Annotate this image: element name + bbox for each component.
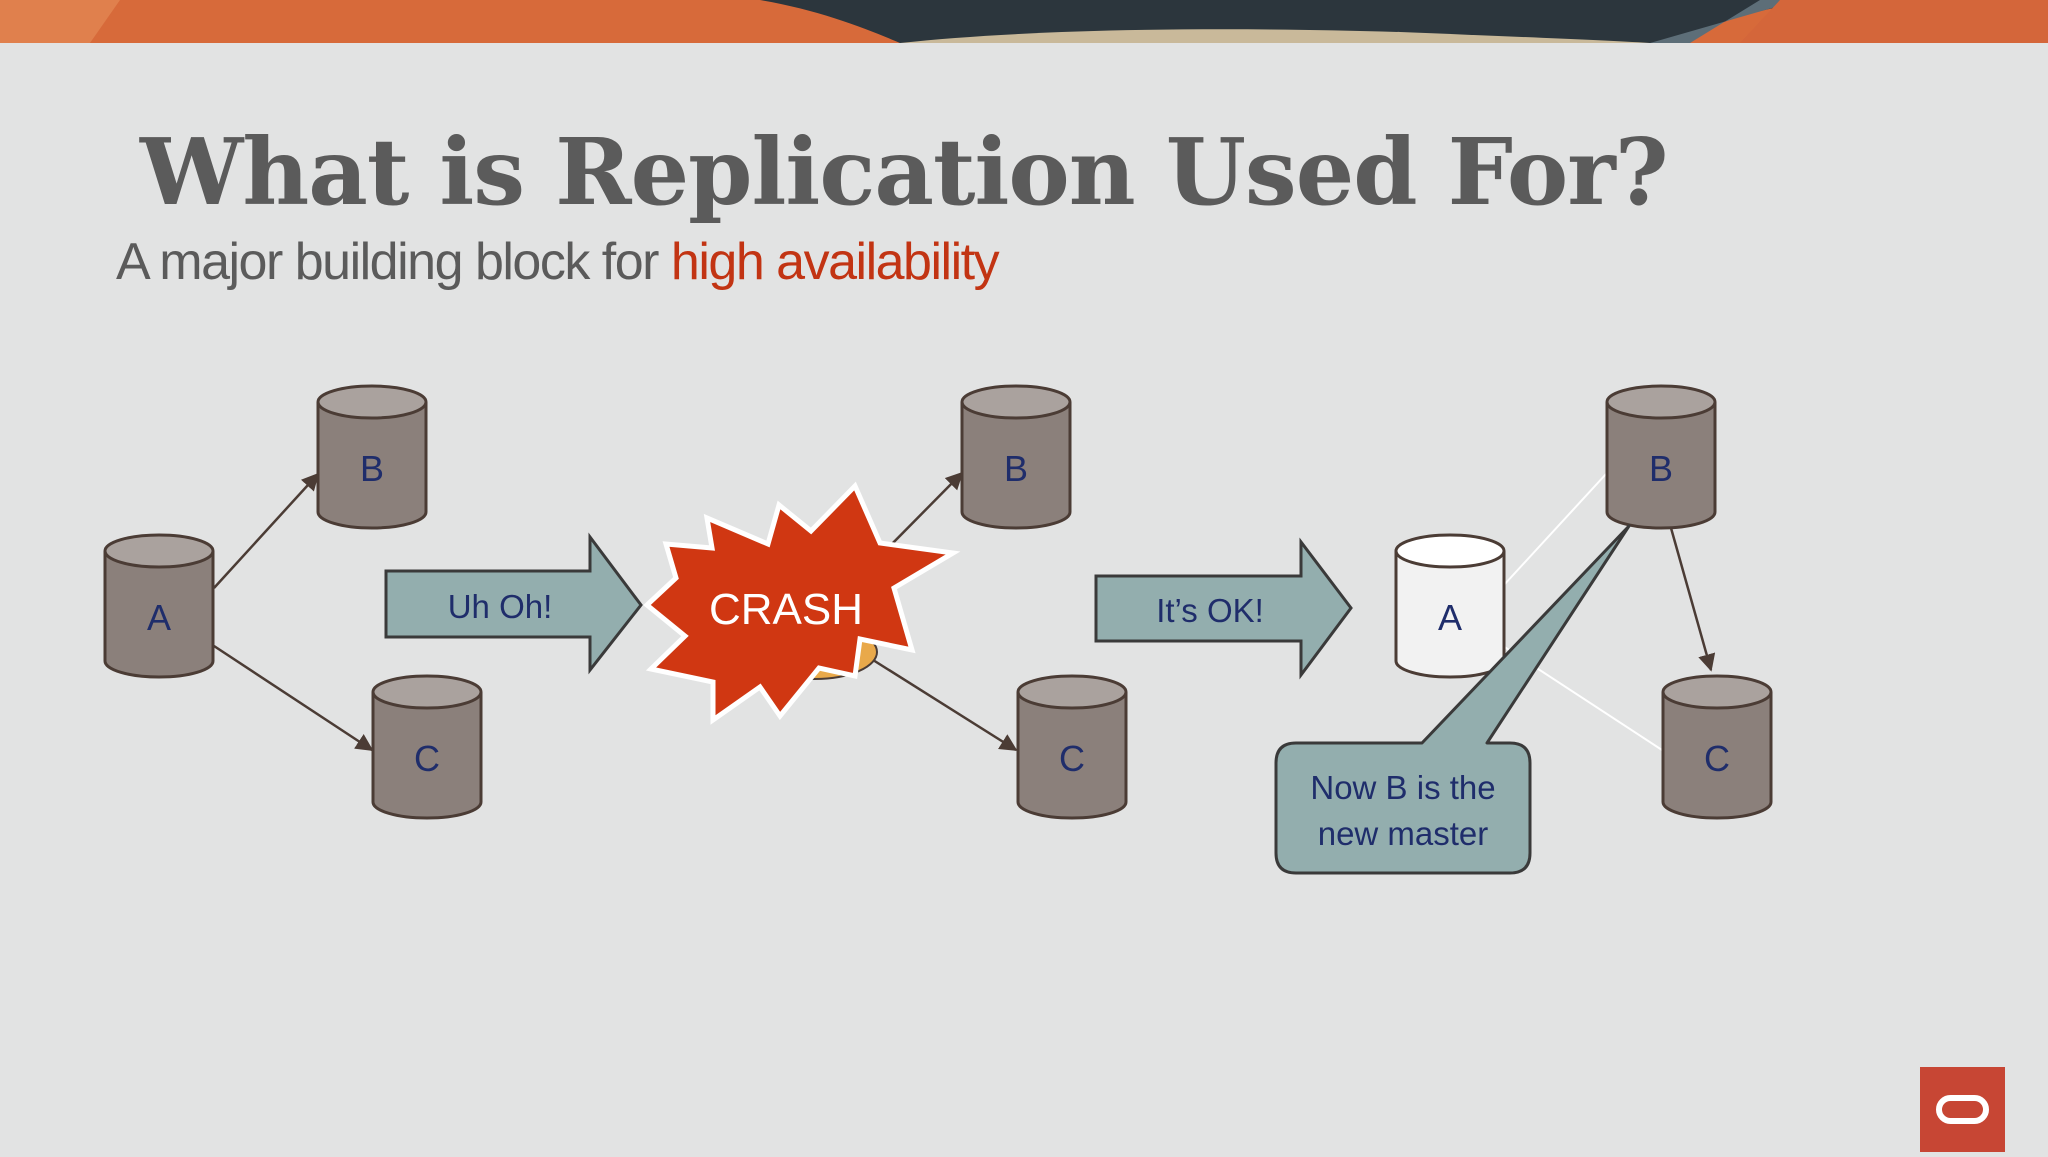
stage1-database-a-label: A [147, 597, 171, 638]
stage3-b-to-c-line [1669, 527, 1716, 672]
its-ok-arrow: It’s OK! [1094, 537, 1353, 680]
stage3-database-b-master: B [1605, 384, 1717, 530]
stage1-database-a: A [103, 533, 215, 679]
stage1-database-c-label: C [414, 738, 440, 779]
stage2-database-b: B [960, 384, 1072, 530]
stage1-replication-lines [213, 472, 374, 752]
stage2-database-b-label: B [1004, 448, 1028, 489]
crash-burst: CRASH [643, 481, 961, 725]
slide-subtitle: A major building block for high availabi… [116, 232, 1000, 292]
stage1-database-c: C [371, 674, 483, 820]
stage2-replication-lines [853, 471, 1018, 752]
stage3-database-b-label: B [1649, 448, 1673, 489]
stage1-database-b-label: B [360, 448, 384, 489]
uh-oh-arrow: Uh Oh! [384, 532, 643, 675]
new-master-callout: Now B is the new master [1274, 524, 1631, 875]
subtitle-highlight: high availability [670, 233, 1000, 291]
header-banner-art [0, 0, 2048, 43]
stage3-database-a-label: A [1438, 597, 1462, 638]
stage1-database-b: B [316, 384, 428, 530]
callout-line-1: Now B is the [1310, 769, 1495, 806]
uh-oh-arrow-label: Uh Oh! [448, 588, 553, 625]
slide-title: What is Replication Used For? [140, 118, 1669, 226]
stage2-database-c: C [1016, 674, 1128, 820]
callout-line-2: new master [1318, 815, 1489, 852]
stage3-database-a-offline: A [1394, 533, 1506, 679]
oracle-logo-icon [1936, 1095, 1989, 1124]
crash-label: CRASH [709, 585, 863, 634]
stage3-database-c-label: C [1704, 738, 1730, 779]
stage2-database-c-label: C [1059, 738, 1085, 779]
oracle-logo [1920, 1067, 2005, 1152]
stage3-database-c: C [1661, 674, 1773, 820]
subtitle-text: A major building block for [116, 233, 671, 291]
its-ok-arrow-label: It’s OK! [1156, 592, 1264, 629]
